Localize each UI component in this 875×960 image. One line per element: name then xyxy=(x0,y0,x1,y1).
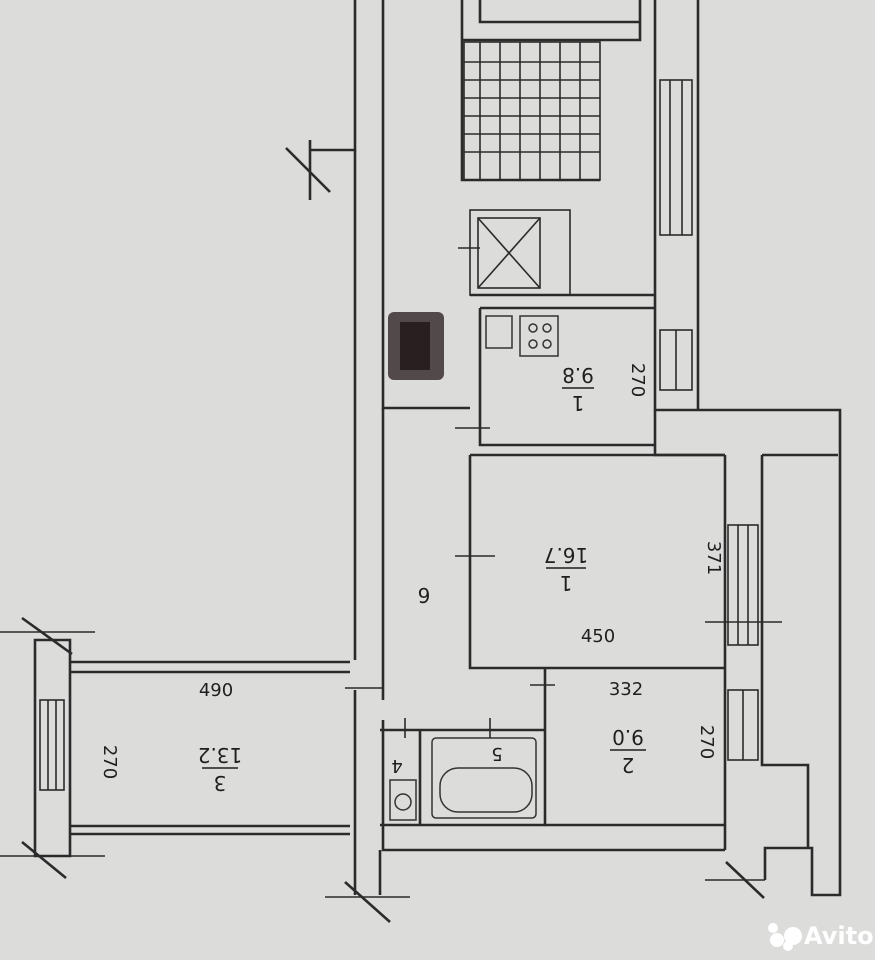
dim-living-length: 450 xyxy=(581,626,615,647)
break-marks xyxy=(21,140,765,923)
kitchen-fixtures xyxy=(485,315,559,357)
dim-bedroom3-length: 490 xyxy=(199,680,233,701)
dim-bedroom2-length: 332 xyxy=(609,679,643,700)
avito-text: Avito xyxy=(804,922,874,950)
room-label-kitchen: 1 9.8 xyxy=(562,363,594,415)
room-label-bedroom2: 2 9.0 xyxy=(610,725,646,777)
bathroom-fixtures xyxy=(389,737,537,821)
dim-kitchen-side: 270 xyxy=(627,363,648,397)
room-bedroom3-area: 13.2 xyxy=(198,743,243,767)
room-bedroom2-number: 2 xyxy=(622,753,635,777)
dim-bedroom2-side: 270 xyxy=(696,725,717,759)
room-hall-number: 6 xyxy=(418,583,431,607)
avito-logo-icon xyxy=(768,923,802,951)
windows xyxy=(39,79,759,791)
room-living-number: 1 xyxy=(560,571,573,595)
walls xyxy=(33,0,842,897)
room-bedroom3-number: 3 xyxy=(214,771,227,795)
door-marks xyxy=(0,247,782,898)
room-label-living: 1 16.7 xyxy=(544,543,589,595)
room-bedroom2-area: 9.0 xyxy=(612,725,644,749)
dim-bedroom3-side: 270 xyxy=(99,745,120,779)
elevator-shaft xyxy=(469,209,571,296)
room-kitchen-area: 9.8 xyxy=(562,363,594,387)
room-label-bedroom3: 3 13.2 xyxy=(198,743,243,795)
room-kitchen-number: 1 xyxy=(572,391,585,415)
avito-watermark: Avito xyxy=(768,922,874,951)
blurred-mark xyxy=(388,312,444,380)
room-toilet-number: 4 xyxy=(391,755,402,776)
room-living-area: 16.7 xyxy=(544,543,589,567)
dim-living-side: 371 xyxy=(703,541,724,575)
staircase xyxy=(463,41,601,181)
room-bath-number: 5 xyxy=(491,743,502,764)
